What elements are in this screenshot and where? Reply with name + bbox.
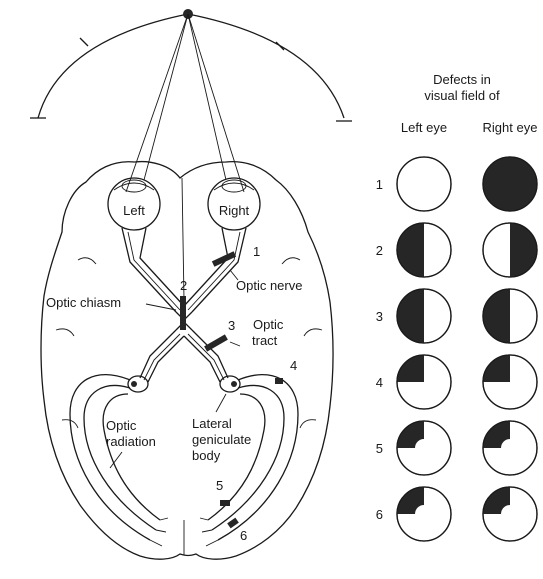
pathway-marker-6: 6 [240, 528, 247, 543]
optic-chiasm-label: Optic chiasm [46, 295, 121, 310]
defect-row-number: 4 [376, 375, 383, 390]
brain-outline [40, 160, 334, 560]
defect-row-number: 2 [376, 243, 383, 258]
lgb-label-line2: geniculate [192, 432, 251, 447]
lateral-geniculate-bodies [127, 375, 241, 393]
lgb-label-line1: Lateral [192, 416, 232, 431]
right-eye-column-header: Right eye [483, 120, 538, 135]
lesion-bar-5 [220, 500, 230, 506]
right-eye-field-1 [482, 156, 538, 212]
optic-tract-label-line1: Optic [253, 317, 284, 332]
lesion-bar-2 [180, 296, 186, 330]
defect-row-number: 6 [376, 507, 383, 522]
lesion-bar-6 [227, 517, 239, 529]
right-eye-field-2 [482, 222, 538, 278]
right-eye-field-4 [482, 354, 538, 410]
lesion-bar-4 [275, 378, 283, 384]
defect-row-number: 3 [376, 309, 383, 324]
optic-radiation-label-line2: radiation [106, 434, 156, 449]
lgb-label-line3: body [192, 448, 221, 463]
optic-nerve-label: Optic nerve [236, 278, 302, 293]
defects-grid: 1 2 3 4 5 6 [376, 156, 538, 542]
right-eye-field-3 [482, 288, 538, 344]
defect-row-number: 1 [376, 177, 383, 192]
optic-radiations-right [199, 373, 299, 547]
defect-row-number: 5 [376, 441, 383, 456]
right-eye-label: Right [219, 203, 250, 218]
pathway-marker-1: 1 [253, 244, 260, 259]
left-eye-field-2 [396, 222, 452, 278]
right-eye-field-5 [482, 420, 538, 476]
left-eye-label: Left [123, 203, 145, 218]
pathway-marker-4: 4 [290, 358, 297, 373]
left-eye-field-1 [396, 156, 452, 212]
left-eye [107, 177, 161, 231]
left-eye-field-4 [396, 354, 452, 410]
defects-title-line1: Defects in [433, 72, 491, 87]
pathway-marker-3: 3 [228, 318, 235, 333]
lesion-bar-1 [211, 251, 237, 267]
left-eye-field-3 [396, 288, 452, 344]
optic-radiation-label-line1: Optic [106, 418, 137, 433]
visual-rays [125, 13, 245, 193]
left-eye-field-5 [396, 420, 452, 476]
pathway-marker-2: 2 [180, 278, 187, 293]
optic-radiations-left [69, 373, 169, 547]
pathway-marker-5: 5 [216, 478, 223, 493]
visual-field-arc [30, 13, 352, 122]
defects-title-line2: visual field of [424, 88, 500, 103]
right-eye-field-6 [482, 486, 538, 542]
optic-tract-label-line2: tract [252, 333, 278, 348]
left-eye-field-6 [396, 486, 452, 542]
lesion-bar-3 [204, 334, 228, 352]
right-eye [207, 177, 261, 231]
optic-tracts [139, 329, 229, 383]
left-eye-column-header: Left eye [401, 120, 447, 135]
optic-nerves [121, 227, 247, 313]
lesion-bars [180, 251, 283, 529]
